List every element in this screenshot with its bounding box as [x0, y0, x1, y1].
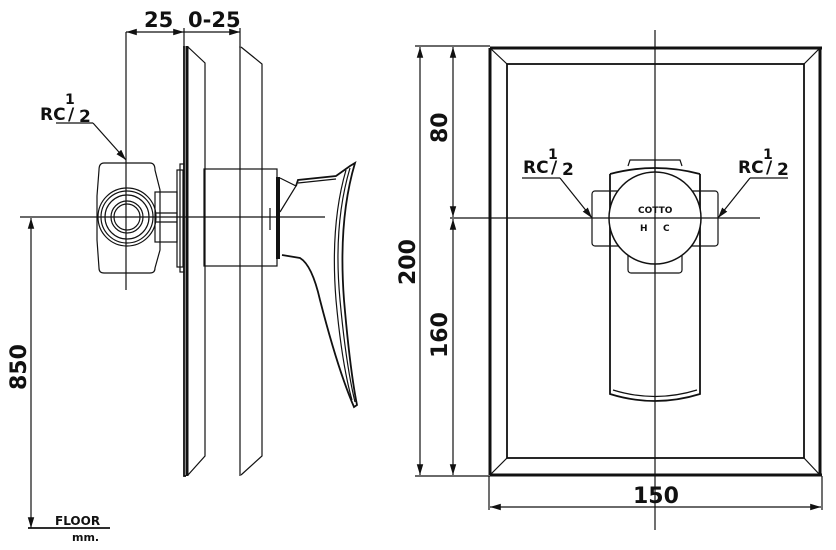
valve-front: COTTO H C [591, 159, 719, 402]
thread-label-front-right: RC 1 / 2 [717, 147, 789, 219]
dim-25-label: 25 [144, 8, 173, 32]
rear-plate [183, 46, 206, 477]
svg-text:/: / [551, 158, 558, 178]
dim-160-label: 160 [428, 312, 453, 358]
svg-text:2: 2 [777, 160, 789, 180]
dim-850-label: 850 [7, 344, 32, 390]
unit-label: mm. [72, 531, 99, 544]
width-dimension-150: 150 [488, 476, 823, 511]
inlet-fitting [96, 162, 178, 274]
front-view: 200 80 160 150 COTTO H C [396, 30, 823, 530]
svg-text:RC: RC [523, 158, 549, 178]
svg-text:/: / [68, 105, 75, 125]
thread-label-side: RC 1 / 2 [40, 92, 127, 161]
top-dimensions: 25 0-25 [125, 8, 241, 290]
floor-marker: FLOOR mm. [28, 514, 110, 544]
side-view: 25 0-25 [7, 8, 359, 544]
dim-200-label: 200 [396, 239, 421, 285]
dim-0-25-label: 0-25 [188, 8, 241, 32]
dim-80-label: 80 [428, 112, 453, 143]
svg-text:1: 1 [548, 147, 558, 163]
vertical-dimensions: 200 80 160 [396, 45, 760, 477]
height-dimension-850: 850 [7, 218, 35, 528]
brand-mark: COTTO [638, 206, 673, 216]
svg-text:RC: RC [40, 105, 66, 125]
valve-body [176, 163, 280, 273]
cold-label: C [663, 224, 670, 234]
front-plate [239, 46, 263, 476]
svg-text:/: / [766, 158, 773, 178]
svg-text:2: 2 [79, 107, 91, 127]
floor-label: FLOOR [55, 514, 100, 528]
svg-text:2: 2 [562, 160, 574, 180]
svg-text:RC: RC [738, 158, 764, 178]
lever-handle [279, 161, 359, 409]
svg-text:1: 1 [763, 147, 773, 163]
dim-150-label: 150 [633, 484, 679, 509]
svg-text:1: 1 [65, 92, 75, 108]
thread-label-front-left: RC 1 / 2 [522, 147, 593, 219]
hot-label: H [640, 224, 648, 234]
